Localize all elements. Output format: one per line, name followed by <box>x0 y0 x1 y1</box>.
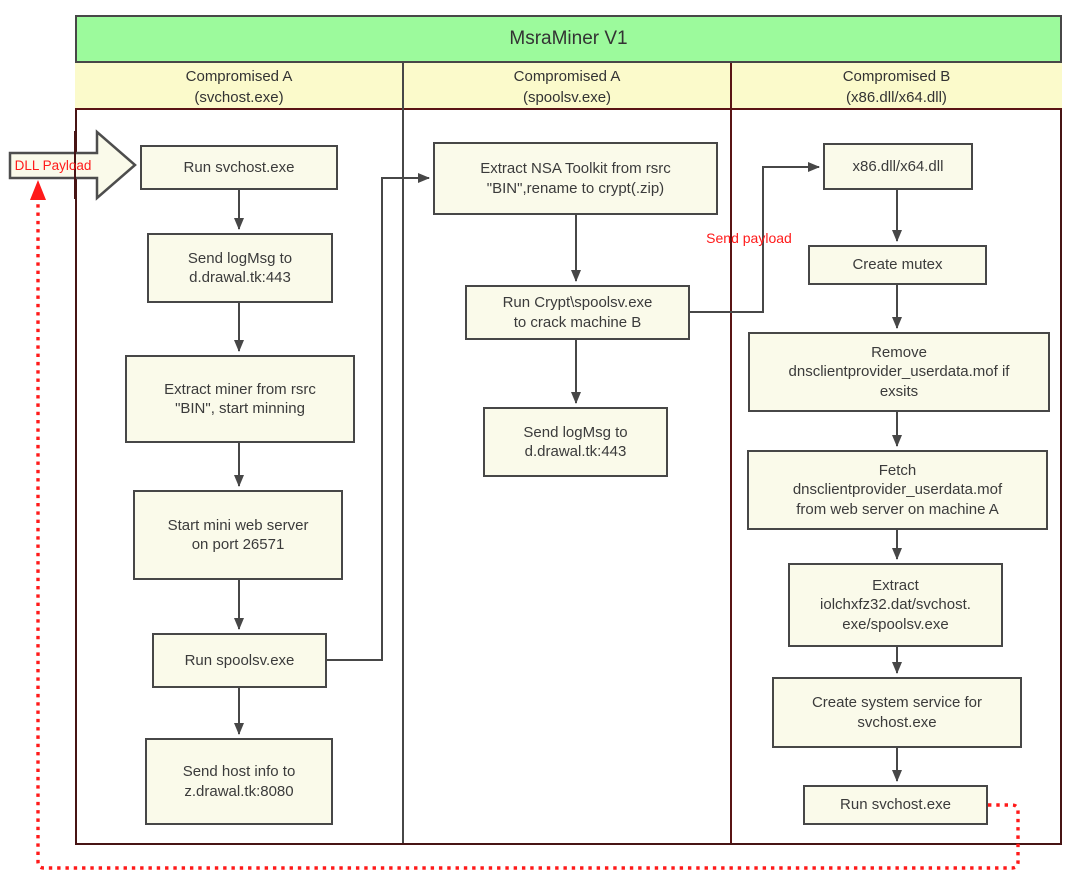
lane-divider-2 <box>730 63 732 843</box>
node-send-hostinfo: Send host info to z.drawal.tk:8080 <box>145 738 333 825</box>
node-create-mutex: Create mutex <box>808 245 987 285</box>
node-start-webserver: Start mini web server on port 26571 <box>133 490 343 580</box>
diagram-title-bar: MsraMiner V1 <box>75 15 1062 63</box>
node-run-crypt-spoolsv: Run Crypt\spoolsv.exe to crack machine B <box>465 285 690 340</box>
diagram-title: MsraMiner V1 <box>509 28 628 49</box>
node-send-logmsg-b: Send logMsg to d.drawal.tk:443 <box>483 407 668 477</box>
node-extract-nsa-toolkit: Extract NSA Toolkit from rsrc "BIN",rena… <box>433 142 718 215</box>
node-extract-files: Extract iolchxfz32.dat/svchost. exe/spoo… <box>788 563 1003 647</box>
node-run-svchost-a: Run svchost.exe <box>140 145 338 190</box>
node-fetch-mof: Fetch dnsclientprovider_userdata.mof fro… <box>747 450 1048 530</box>
node-run-spoolsv: Run spoolsv.exe <box>152 633 327 688</box>
send-payload-label: Send payload <box>706 230 792 246</box>
node-create-service: Create system service for svchost.exe <box>772 677 1022 748</box>
node-extract-miner: Extract miner from rsrc "BIN", start min… <box>125 355 355 443</box>
node-x86-x64-dll: x86.dll/x64.dll <box>823 143 973 190</box>
dll-payload-label: DLL Payload <box>14 158 92 173</box>
node-send-logmsg-a: Send logMsg to d.drawal.tk:443 <box>147 233 333 303</box>
connector-send-payload <box>690 162 820 313</box>
red-loop-arrowhead-icon <box>30 180 46 200</box>
lane-divider-1 <box>402 63 404 843</box>
connector-spoolsv-to-lane2 <box>327 173 430 661</box>
lane-header-compromised-b: Compromised B (x86.dll/x64.dll) <box>731 63 1062 110</box>
node-run-svchost-b: Run svchost.exe <box>803 785 988 825</box>
header-divider-line <box>75 108 1062 110</box>
lane-header-compromised-a-svchost: Compromised A (svchost.exe) <box>75 63 403 110</box>
node-remove-mof: Remove dnsclientprovider_userdata.mof if… <box>748 332 1050 412</box>
lane-header-compromised-a-spoolsv: Compromised A (spoolsv.exe) <box>403 63 731 110</box>
dll-payload-arrow-shape <box>8 129 137 201</box>
